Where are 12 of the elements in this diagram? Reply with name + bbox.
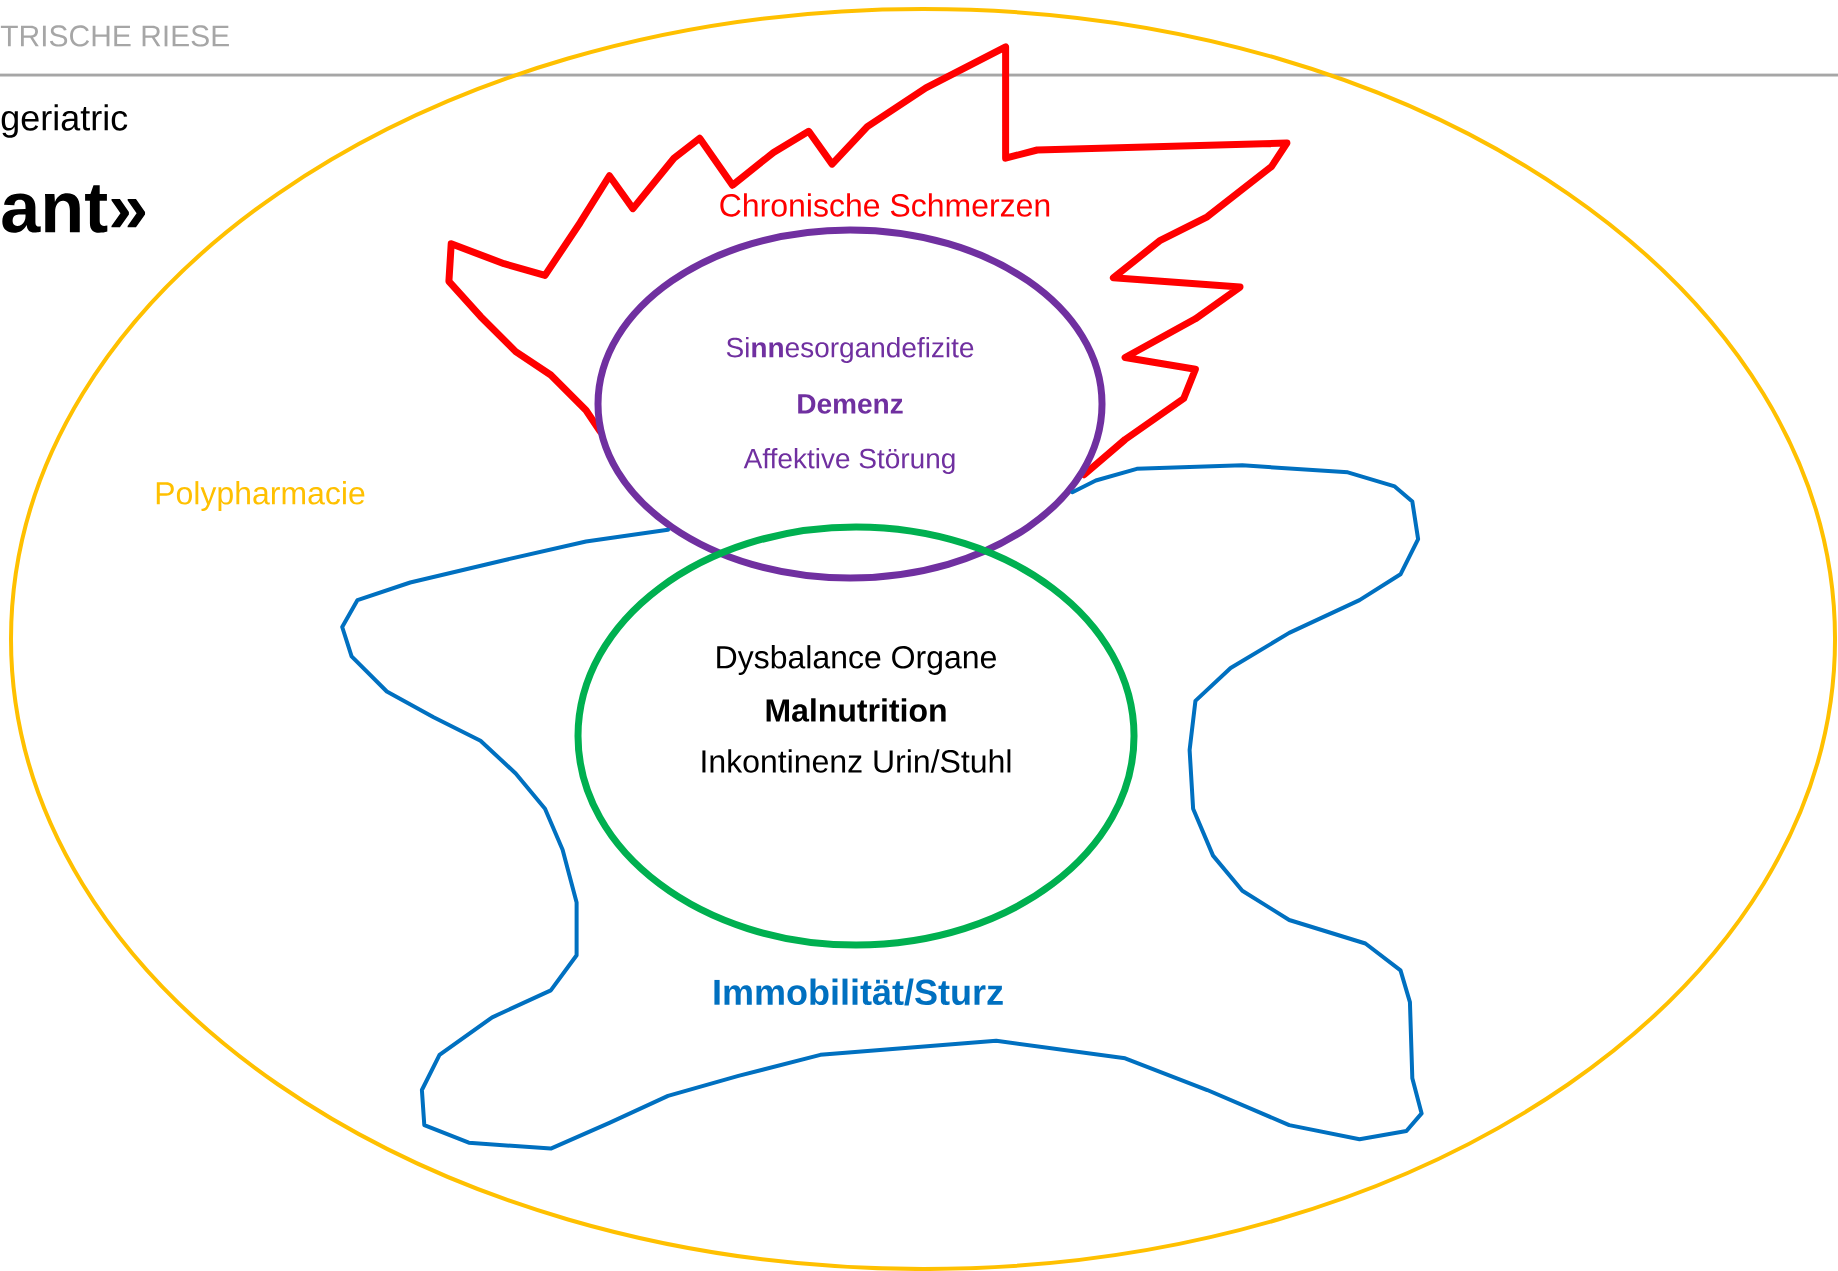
node-label: Affektive Störung [743,447,955,475]
node-label: Inkontinenz Urin/Stuhl [702,749,1011,773]
node-label: Dysbalance Organe [717,645,996,675]
node-label: Immobilität/Sturz [714,978,1003,1006]
header-text: TRISCHE RIESE [0,25,229,47]
node-label: Malnutrition [766,698,946,722]
node-label: Demenz [798,394,903,414]
node-label: Polypharmacie [156,481,365,511]
node-label: Chronische Schmerzen [720,193,1050,217]
node-label: Sinnesorgandefizite [726,336,974,364]
title-text: ant» [2,185,146,233]
subtitle-text: geriatric [1,104,128,138]
